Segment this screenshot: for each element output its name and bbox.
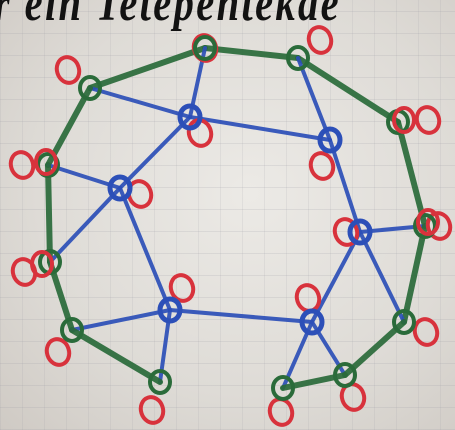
handwritten-caption: r ein Tetepentekae <box>0 0 342 32</box>
bond-line <box>358 230 406 324</box>
outer-node-ring <box>392 309 416 335</box>
bond-line <box>118 115 192 190</box>
bond-line <box>69 327 163 385</box>
bond-line <box>296 56 332 142</box>
oxygen-ring <box>414 105 442 135</box>
bond-line <box>401 223 428 325</box>
bond-line <box>45 85 93 168</box>
oxygen-ring <box>126 179 154 209</box>
oxygen-ring <box>186 118 214 148</box>
oxygen-ring <box>412 317 440 347</box>
oxygen-ring <box>306 25 334 55</box>
outer-node-ring <box>193 35 217 61</box>
bond-line <box>87 45 208 91</box>
oxygen-ring <box>392 106 416 134</box>
outer-node-ring <box>413 213 437 239</box>
bond-line <box>48 186 122 264</box>
inner-node-ring <box>347 218 373 246</box>
outer-node-ring <box>333 362 357 388</box>
bond-line <box>310 230 362 324</box>
outer-node-ring <box>148 369 172 395</box>
oxygen-ring <box>30 250 54 278</box>
oxygen-ring <box>308 151 336 181</box>
outer-node-ring <box>271 375 295 401</box>
bond-line <box>295 55 401 125</box>
bond-line <box>188 115 332 142</box>
oxygen-ring <box>44 337 72 367</box>
inner-node-ring <box>107 174 133 202</box>
oxygen-ring <box>138 395 166 425</box>
oxygen-ring <box>8 150 36 180</box>
bond-line <box>202 45 301 61</box>
bond-line <box>88 86 192 119</box>
bond-line <box>395 119 428 229</box>
inner-node-ring <box>317 126 343 154</box>
bond-line <box>118 186 172 312</box>
oxygen-ring <box>168 273 196 303</box>
bond-line <box>70 308 172 332</box>
inner-node-ring <box>299 308 325 336</box>
bond-line <box>328 138 362 234</box>
inner-node-ring <box>157 296 183 324</box>
oxygen-ring <box>267 397 295 427</box>
oxygen-ring <box>34 148 58 176</box>
outer-node-ring <box>286 45 310 71</box>
bond-line <box>45 162 53 265</box>
outer-node-ring <box>78 75 102 101</box>
oxygen-ring <box>54 55 82 85</box>
outer-node-ring <box>60 317 84 343</box>
bond-line <box>342 319 407 378</box>
inner-node-ring <box>177 103 203 131</box>
oxygen-ring <box>416 208 440 236</box>
oxygen-ring <box>332 217 360 247</box>
bond-line <box>168 308 314 324</box>
